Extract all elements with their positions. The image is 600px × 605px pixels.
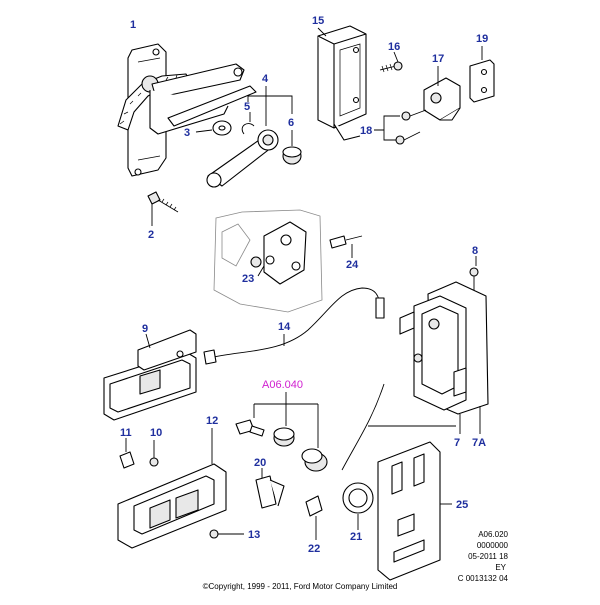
part-plate-19 [469,46,495,103]
callout-23: 23 [242,273,254,285]
part-rod-end-24 [329,235,363,258]
part-cable-14 [203,287,385,365]
part-screw-16 [379,51,403,73]
callout-8: 8 [472,245,478,257]
info-block: A06.020 0000000 05-2011 18 EY C 0013132 … [458,530,509,583]
part-screw-8 [469,256,479,294]
part-screws-18 [374,109,427,145]
callout-16: 16 [388,41,400,53]
info-line-1: A06.020 [478,530,508,539]
callout-10: 10 [150,427,162,439]
callout-14: 14 [278,321,291,333]
callout-3: 3 [184,127,190,139]
callout-21: 21 [350,531,362,543]
part-window-regulator [117,43,257,177]
callout-2: 2 [148,229,154,241]
callout-11: 11 [120,427,132,439]
part-clip-22 [305,495,323,540]
callout-17: 17 [432,53,444,65]
callout-19: 19 [476,33,488,45]
callout-6: 6 [288,117,294,129]
callout-15: 15 [312,15,324,27]
part-door-latch-7 [399,281,489,434]
callout-7: 7 [454,437,460,449]
info-line-3: 05-2011 18 [468,552,508,561]
part-clip-11 [119,438,135,469]
info-line-4: EY [495,563,506,572]
callout-4: 4 [262,73,269,85]
callout-24: 24 [346,259,359,271]
part-lock-cylinder-set [235,392,328,472]
callout-5: 5 [244,101,250,113]
part-shield-25 [377,441,452,581]
part-door-panel-23 [213,209,323,313]
part-hinge-block-17 [423,66,461,121]
reference-code: A06.040 [262,379,303,391]
part-handle-bezel-12 [117,428,227,549]
part-screw-13 [209,529,244,539]
copyright-notice: ©Copyright, 1999 - 2011, Ford Motor Comp… [203,582,398,591]
callout-25: 25 [456,499,468,511]
callout-7a: 7A [472,437,486,449]
part-link-rod [341,383,456,471]
callout-22: 22 [308,543,320,555]
callout-18: 18 [360,125,372,137]
part-washer-3 [195,120,232,136]
callout-9: 9 [142,323,148,335]
callout-1: 1 [130,19,136,31]
part-latch-bracket-15 [317,25,367,141]
part-lever-arm-4 [206,86,293,188]
info-line-2: 0000000 [477,541,509,550]
part-clip-5 [241,112,255,135]
info-line-5: C 0013132 04 [458,574,509,583]
part-door-handle-9 [103,329,197,421]
callout-13: 13 [248,529,260,541]
part-ring-21 [342,482,374,530]
part-screw-2 [147,191,179,226]
callout-12: 12 [206,415,218,427]
callout-20: 20 [254,457,266,469]
part-knob-6 [282,130,302,165]
part-bracket-20 [255,468,285,509]
part-screw-10 [149,440,159,467]
